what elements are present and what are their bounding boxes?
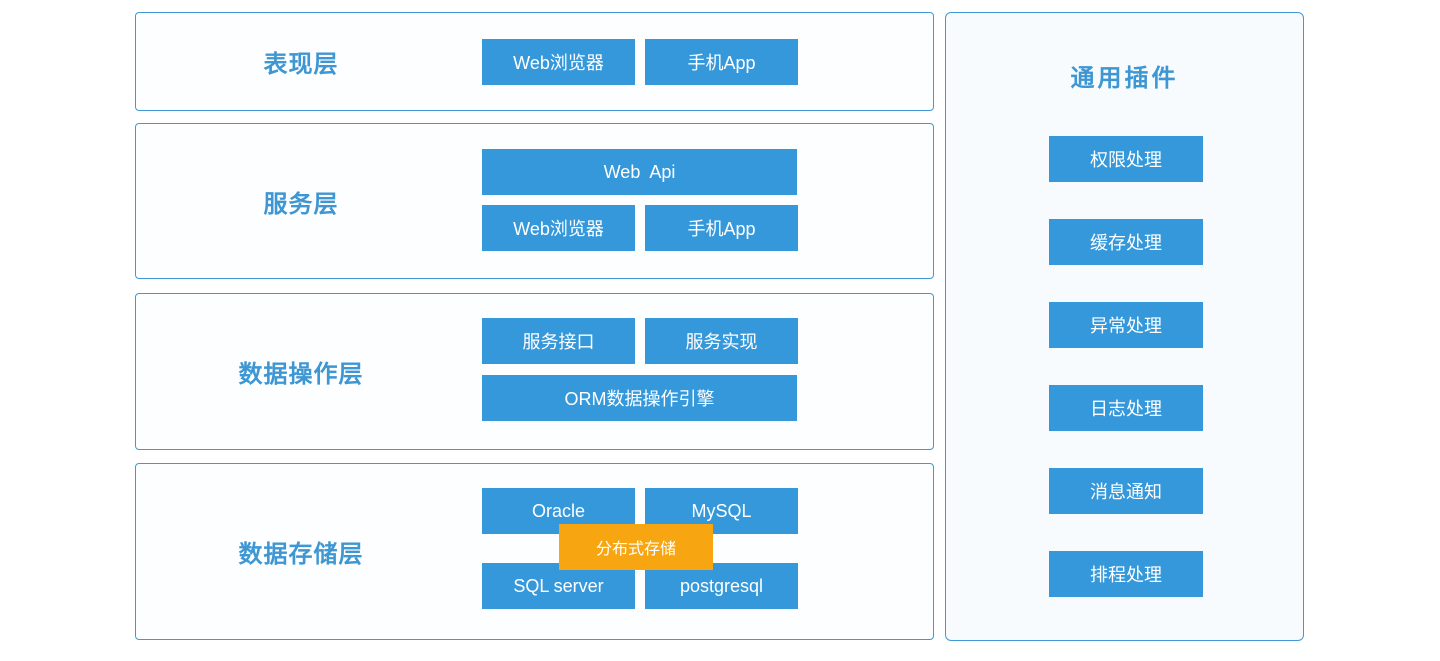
mobile-app-block: 手机App (645, 39, 798, 85)
layer-title-presentation: 表现层 (263, 51, 339, 78)
layer-box-data-storage: 数据存储层 Oracle MySQL SQL server postgresql… (135, 463, 934, 640)
web-browser-block: Web浏览器 (482, 39, 635, 85)
service-interface-block: 服务接口 (482, 318, 635, 364)
mobile-app-block: 手机App (645, 205, 798, 251)
web-browser-block: Web浏览器 (482, 205, 635, 251)
web-api-block: Web Api (482, 149, 797, 195)
message-notification-block: 消息通知 (1049, 468, 1203, 514)
oracle-block: Oracle (482, 488, 635, 534)
cache-handling-block: 缓存处理 (1049, 219, 1203, 265)
layer-box-data-operation: 数据操作层 服务接口 服务实现 ORM数据操作引擎 (135, 293, 934, 450)
layer-title-data-operation: 数据操作层 (238, 361, 364, 388)
layer-title-data-storage: 数据存储层 (238, 541, 364, 568)
exception-handling-block: 异常处理 (1049, 302, 1203, 348)
orm-engine-block: ORM数据操作引擎 (482, 375, 797, 421)
postgresql-block: postgresql (645, 563, 798, 609)
layer-title-service: 服务层 (263, 190, 339, 218)
layer-box-service: 服务层 Web Api Web浏览器 手机App (135, 123, 934, 279)
sql-server-block: SQL server (482, 563, 635, 609)
service-implementation-block: 服务实现 (645, 318, 798, 364)
log-handling-block: 日志处理 (1049, 385, 1203, 431)
distributed-storage-block: 分布式存储 (559, 524, 713, 570)
schedule-handling-block: 排程处理 (1049, 551, 1203, 597)
layer-box-presentation: 表现层 Web浏览器 手机App (135, 12, 934, 111)
plugins-panel-title: 通用插件 (1070, 65, 1179, 92)
plugins-panel: 通用插件 权限处理 缓存处理 异常处理 日志处理 消息通知 排程处理 (945, 12, 1304, 641)
permission-handling-block: 权限处理 (1049, 136, 1203, 182)
